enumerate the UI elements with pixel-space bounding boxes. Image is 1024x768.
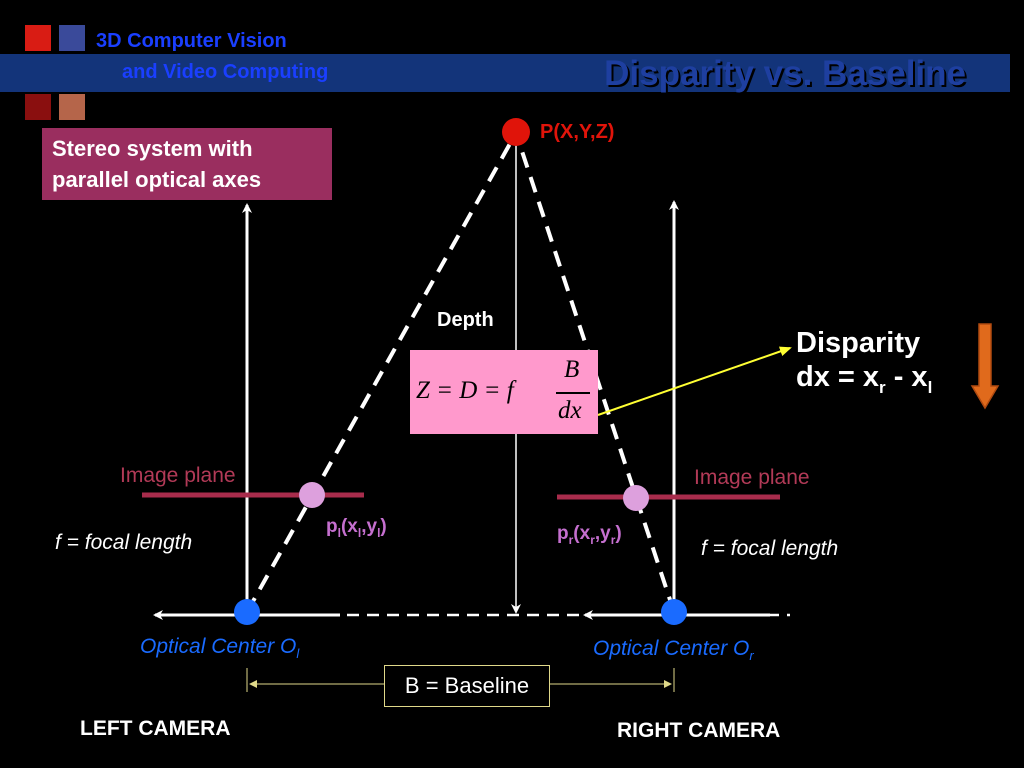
formula-lhs: Z = D = f <box>416 377 514 404</box>
left-image-point <box>299 482 325 508</box>
formula-numerator: B <box>564 356 580 383</box>
logo-square-5 <box>25 94 51 120</box>
disparity-title: Disparity <box>796 327 921 359</box>
logo-square-1 <box>25 25 51 51</box>
slide-title: Disparity vs. Baseline <box>604 54 966 93</box>
logo-square-2 <box>59 25 85 51</box>
right-camera-label: RIGHT CAMERA <box>617 719 781 742</box>
image-plane-label-left: Image plane <box>120 464 236 487</box>
disparity-label: Disparity dx = xr - xl <box>796 326 932 405</box>
title-banner <box>0 54 1010 92</box>
formula-denominator: dx <box>558 397 582 424</box>
left-projection-ray <box>245 132 518 613</box>
note-line2: parallel optical axes <box>52 167 262 192</box>
disparity-equation: dx = xr - xl <box>796 361 933 397</box>
course-title-line2: and Video Computing <box>122 61 329 83</box>
image-plane-label-right: Image plane <box>694 466 810 489</box>
depth-label: Depth <box>437 309 494 331</box>
world-point-label: P(X,Y,Z) <box>540 121 615 143</box>
left-image-point-label: pl(xl,yl) <box>326 516 387 540</box>
right-image-point-label: pr(xr,yr) <box>557 523 622 547</box>
note-box: Stereo system with parallel optical axes <box>42 128 332 200</box>
right-optical-center <box>661 599 687 625</box>
course-title-line1: 3D Computer Vision <box>96 30 287 52</box>
left-camera-label: LEFT CAMERA <box>80 717 231 740</box>
logo-square-6 <box>59 94 85 120</box>
world-point <box>502 118 530 146</box>
right-image-point <box>623 485 649 511</box>
left-optical-center <box>234 599 260 625</box>
note-line1: Stereo system with <box>52 136 253 161</box>
optical-center-label-left: Optical Center Ol <box>140 635 300 662</box>
optical-center-label-right: Optical Center Or <box>593 637 754 664</box>
baseline-label: B = Baseline <box>384 665 550 707</box>
focal-length-label-left: f = focal length <box>55 531 193 554</box>
disparity-pointer <box>597 346 792 416</box>
formula-fraction-bar <box>556 392 590 394</box>
disparity-down-arrow <box>970 323 1000 410</box>
focal-length-label-right: f = focal length <box>701 537 839 560</box>
right-projection-ray <box>514 132 676 613</box>
depth-formula-box: Z = D = f B dx <box>410 350 598 434</box>
